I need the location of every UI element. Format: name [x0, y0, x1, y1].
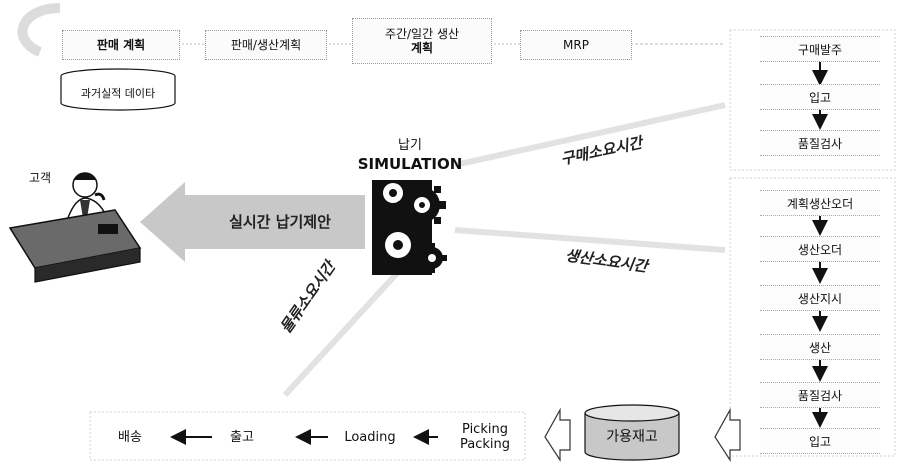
purchase-step-qc-text: 품질검사: [797, 136, 843, 151]
production-step-production-text: 생산: [808, 340, 832, 355]
purchase-step-receipt: 입고: [760, 84, 880, 110]
production-step-qc-text: 품질검사: [797, 388, 843, 403]
outbound-box: 출고: [212, 426, 272, 448]
production-step-production: 생산: [760, 334, 880, 360]
customer-text: 고객: [28, 171, 52, 185]
sim-title-text-2: SIMULATION: [357, 155, 463, 173]
packing-text: Packing: [459, 437, 510, 452]
sales-production-plan-label: 판매/생산계획: [230, 38, 302, 52]
mrp-box: MRP: [520, 30, 632, 60]
realtime-proposal-label: 실시간 납기제안: [200, 210, 360, 234]
purchase-step-qc: 품질검사: [760, 130, 880, 156]
realtime-proposal-text: 실시간 납기제안: [229, 213, 331, 231]
weekly-daily-plan-label-1: 주간/일간 생산: [384, 27, 460, 41]
production-step-receipt-text: 입고: [808, 434, 832, 449]
production-step-order: 생산오더: [760, 236, 880, 262]
loading-text: Loading: [344, 429, 396, 445]
inventory-text: 가용재고: [606, 428, 658, 445]
sim-title-line2: SIMULATION: [340, 154, 480, 174]
production-step-order-text: 생산오더: [797, 242, 843, 257]
customer-label: 고객: [20, 170, 60, 186]
production-step-receipt: 입고: [760, 428, 880, 454]
production-step-planned-order: 계획생산오더: [760, 190, 880, 216]
inventory-label: 가용재고: [585, 426, 679, 448]
weekly-daily-plan-box: 주간/일간 생산 계획: [352, 18, 492, 64]
production-step-instruction-text: 생산지시: [797, 291, 843, 306]
production-step-planned-order-text: 계획생산오더: [786, 196, 854, 211]
production-step-instruction: 생산지시: [760, 285, 880, 311]
historical-data-label: 과거실적 데이타: [61, 83, 175, 105]
shipping-box: 배송: [100, 426, 160, 448]
historical-data-text: 과거실적 데이타: [80, 87, 156, 100]
picking-text: Picking: [462, 422, 508, 437]
sales-production-plan-box: 판매/생산계획: [205, 30, 327, 60]
outbound-text: 출고: [230, 429, 254, 445]
shipping-text: 배송: [118, 429, 142, 445]
picking-packing-box: Picking Packing: [440, 418, 530, 456]
sim-title-line1: 납기: [350, 137, 470, 155]
purchase-step-receipt-text: 입고: [808, 90, 832, 105]
purchase-step-order: 구매발주: [760, 36, 880, 62]
loading-box: Loading: [330, 426, 410, 448]
sim-title-text-1: 납기: [398, 138, 422, 153]
weekly-daily-plan-label-2: 계획: [410, 41, 434, 55]
mrp-label: MRP: [563, 38, 589, 52]
purchase-step-order-text: 구매발주: [797, 42, 843, 57]
sales-plan-label: 판매 계획: [96, 38, 146, 52]
sales-plan-box: 판매 계획: [62, 30, 180, 60]
production-step-qc: 품질검사: [760, 382, 880, 408]
